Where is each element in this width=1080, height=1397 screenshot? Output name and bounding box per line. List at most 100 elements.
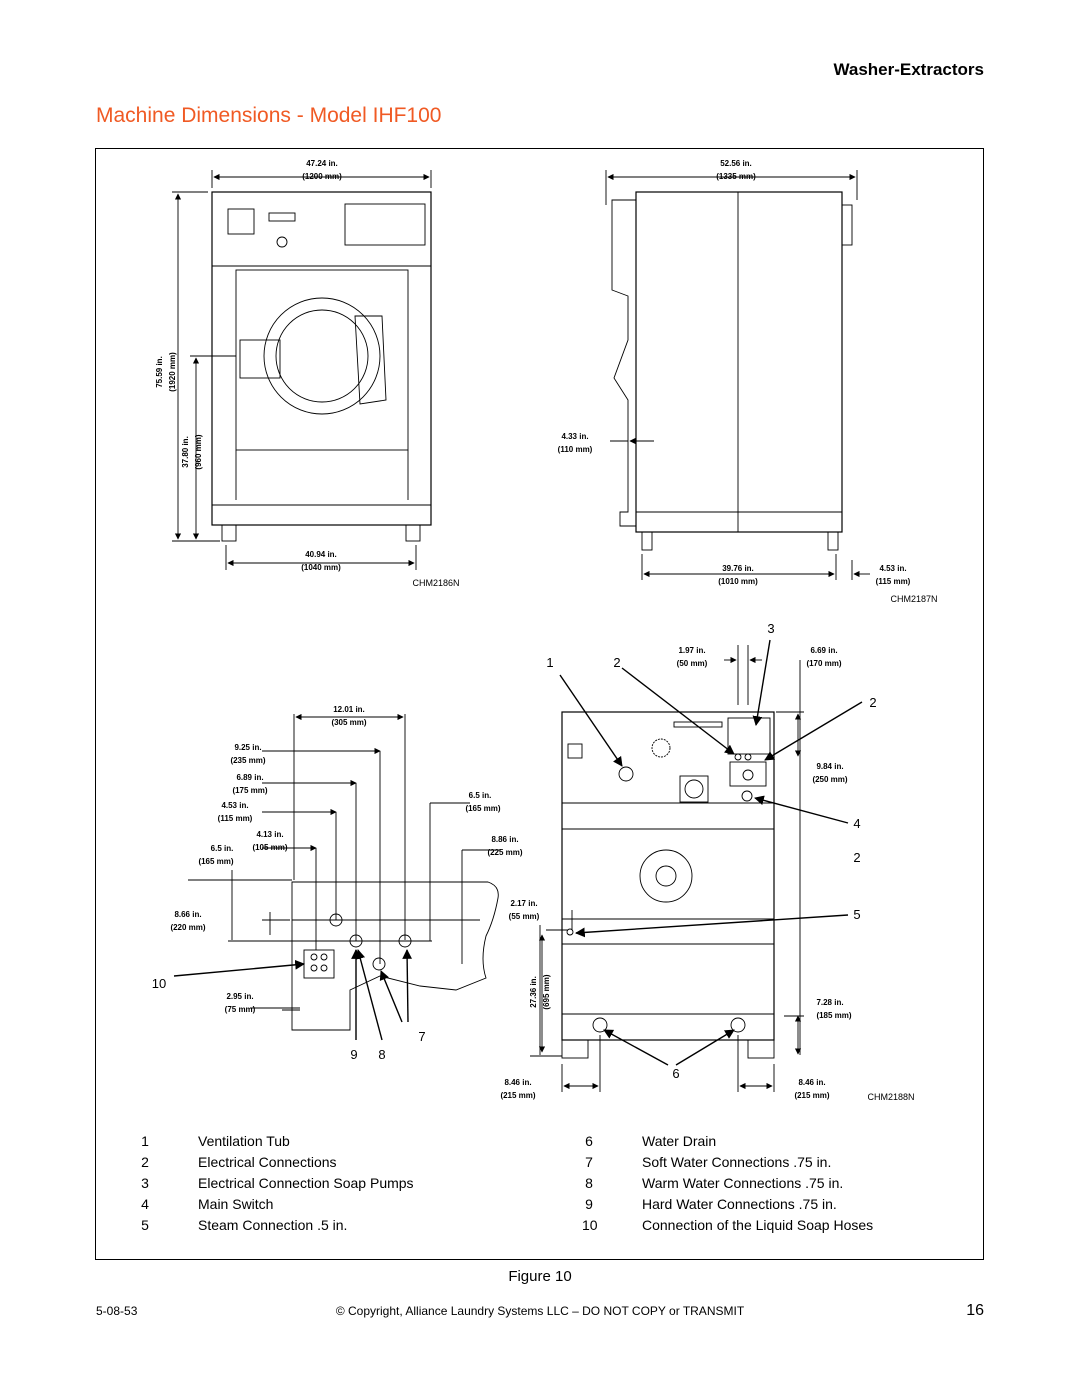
- dim-plumb-g-mm: (220 mm): [170, 923, 205, 932]
- dim-side-rear: 4.53 in.: [879, 564, 906, 573]
- dim-plumb-b-mm: (235 mm): [230, 756, 265, 765]
- dim-rear-a-mm: (50 mm): [677, 659, 708, 668]
- figure-frame: [95, 148, 984, 1260]
- dim-side-offset-mm: (110 mm): [558, 445, 593, 454]
- legend-text: Hard Water Connections .75 in.: [642, 1196, 837, 1212]
- callout-6: 6: [672, 1066, 679, 1081]
- dim-plumb-e-mm: (105 mm): [252, 843, 287, 852]
- dim-side-width-mm: (1335 mm): [716, 172, 756, 181]
- page-number: 16: [966, 1302, 984, 1319]
- dim-front-width-mm: (1200 mm): [302, 172, 342, 181]
- dim-plumb-c: 6.89 in.: [236, 773, 263, 782]
- dim-plumb-a-mm: (305 mm): [331, 718, 366, 727]
- dim-side-rear-mm: (115 mm): [876, 577, 911, 586]
- dim-rear-b: 6.69 in.: [810, 646, 837, 655]
- legend-text: Soft Water Connections .75 in.: [642, 1154, 832, 1170]
- page-title: Machine Dimensions - Model IHF100: [96, 104, 442, 127]
- legend-number: 3: [141, 1175, 149, 1191]
- dim-side-offset: 4.33 in.: [561, 432, 588, 441]
- dim-plumb-k-mm: (55 mm): [509, 912, 540, 921]
- callout-2-lower: 2: [853, 850, 860, 865]
- legend-text: Water Drain: [642, 1133, 717, 1149]
- dim-front-feet: 40.94 in.: [305, 550, 337, 559]
- legend-number: 8: [585, 1175, 593, 1191]
- legend-number: 10: [582, 1217, 598, 1233]
- dim-front-center-mm: (960 mm): [194, 434, 203, 469]
- callout-10: 10: [152, 976, 166, 991]
- dim-front-height: 75.59 in.: [155, 356, 164, 388]
- figure-caption: Figure 10: [508, 1268, 572, 1285]
- callout-9: 9: [350, 1047, 357, 1062]
- callout-1: 1: [546, 655, 553, 670]
- dim-side-width: 52.56 in.: [720, 159, 752, 168]
- copyright: © Copyright, Alliance Laundry Systems LL…: [335, 1304, 745, 1318]
- dim-rear-e: 8.46 in.: [504, 1078, 531, 1087]
- legend-text: Electrical Connections: [198, 1154, 337, 1170]
- dim-front-center: 37.80 in.: [181, 436, 190, 468]
- dim-rear-height: 27.36 in.: [529, 976, 538, 1008]
- legend-text: Steam Connection .5 in.: [198, 1217, 348, 1233]
- dim-plumb-b: 9.25 in.: [234, 743, 261, 752]
- dim-plumb-f: 6.5 in.: [211, 844, 234, 853]
- dim-rear-d: 7.28 in.: [816, 998, 843, 1007]
- callout-leaders: [173, 639, 863, 1066]
- front-view: [172, 170, 432, 570]
- dim-plumb-h-mm: (75 mm): [225, 1005, 256, 1014]
- dim-rear-a: 1.97 in.: [678, 646, 705, 655]
- dim-plumb-g: 8.66 in.: [174, 910, 201, 919]
- drawing-code-front: CHM2186N: [412, 578, 459, 588]
- dim-plumb-h: 2.95 in.: [226, 992, 253, 1001]
- dim-plumb-k: 2.17 in.: [510, 899, 537, 908]
- dim-side-feet: 39.76 in.: [722, 564, 754, 573]
- dim-plumb-i: 6.5 in.: [469, 791, 492, 800]
- dim-rear-b-mm: (170 mm): [806, 659, 841, 668]
- callout-4: 4: [853, 816, 860, 831]
- dim-rear-d-mm: (185 mm): [816, 1011, 851, 1020]
- legend-number: 5: [141, 1217, 149, 1233]
- dim-plumb-i-mm: (165 mm): [465, 804, 500, 813]
- drawing-code-rear: CHM2188N: [867, 1092, 914, 1102]
- legend-number: 7: [585, 1154, 593, 1170]
- dimension-drawing: 47.24 in. (1200 mm) 75.59 in. (1920 mm) …: [152, 159, 938, 1102]
- legend-number: 1: [141, 1133, 149, 1149]
- dim-front-feet-mm: (1040 mm): [301, 563, 341, 572]
- legend-number: 2: [141, 1154, 149, 1170]
- dim-rear-e-mm: (215 mm): [500, 1091, 535, 1100]
- legend-number: 9: [585, 1196, 593, 1212]
- dim-plumb-d-mm: (115 mm): [218, 814, 253, 823]
- section-title: Washer-Extractors: [833, 60, 984, 79]
- plumbing-detail: [188, 713, 500, 1031]
- callout-3: 3: [767, 621, 774, 636]
- legend-text: Electrical Connection Soap Pumps: [198, 1175, 414, 1191]
- side-view: [605, 170, 870, 580]
- dim-rear-height-mm: (695 mm): [542, 974, 551, 1009]
- callout-2-top: 2: [613, 655, 620, 670]
- dim-rear-c-mm: (250 mm): [812, 775, 847, 784]
- dim-rear-c: 9.84 in.: [816, 762, 843, 771]
- dim-plumb-j: 8.86 in.: [491, 835, 518, 844]
- dim-plumb-a: 12.01 in.: [333, 705, 365, 714]
- legend-text: Connection of the Liquid Soap Hoses: [642, 1217, 874, 1233]
- callout-2-right: 2: [869, 695, 876, 710]
- dim-plumb-c-mm: (175 mm): [232, 786, 267, 795]
- drawing-code-side: CHM2187N: [890, 594, 937, 604]
- callout-7: 7: [418, 1029, 425, 1044]
- legend-text: Ventilation Tub: [198, 1133, 290, 1149]
- legend-number: 6: [585, 1133, 593, 1149]
- dim-rear-f: 8.46 in.: [798, 1078, 825, 1087]
- dim-front-width: 47.24 in.: [306, 159, 338, 168]
- dim-plumb-d: 4.53 in.: [221, 801, 248, 810]
- rear-view: [530, 645, 804, 1092]
- doc-number: 5-08-53: [96, 1304, 138, 1318]
- dim-plumb-j-mm: (225 mm): [487, 848, 522, 857]
- dim-side-feet-mm: (1010 mm): [718, 577, 758, 586]
- dim-plumb-f-mm: (165 mm): [198, 857, 233, 866]
- legend-text: Main Switch: [198, 1196, 274, 1212]
- callout-8: 8: [378, 1047, 385, 1062]
- dim-plumb-e: 4.13 in.: [256, 830, 283, 839]
- callout-5: 5: [853, 907, 860, 922]
- legend-text: Warm Water Connections .75 in.: [642, 1175, 844, 1191]
- dim-rear-f-mm: (215 mm): [794, 1091, 829, 1100]
- legend-number: 4: [141, 1196, 149, 1212]
- dim-front-height-mm: (1920 mm): [168, 352, 177, 392]
